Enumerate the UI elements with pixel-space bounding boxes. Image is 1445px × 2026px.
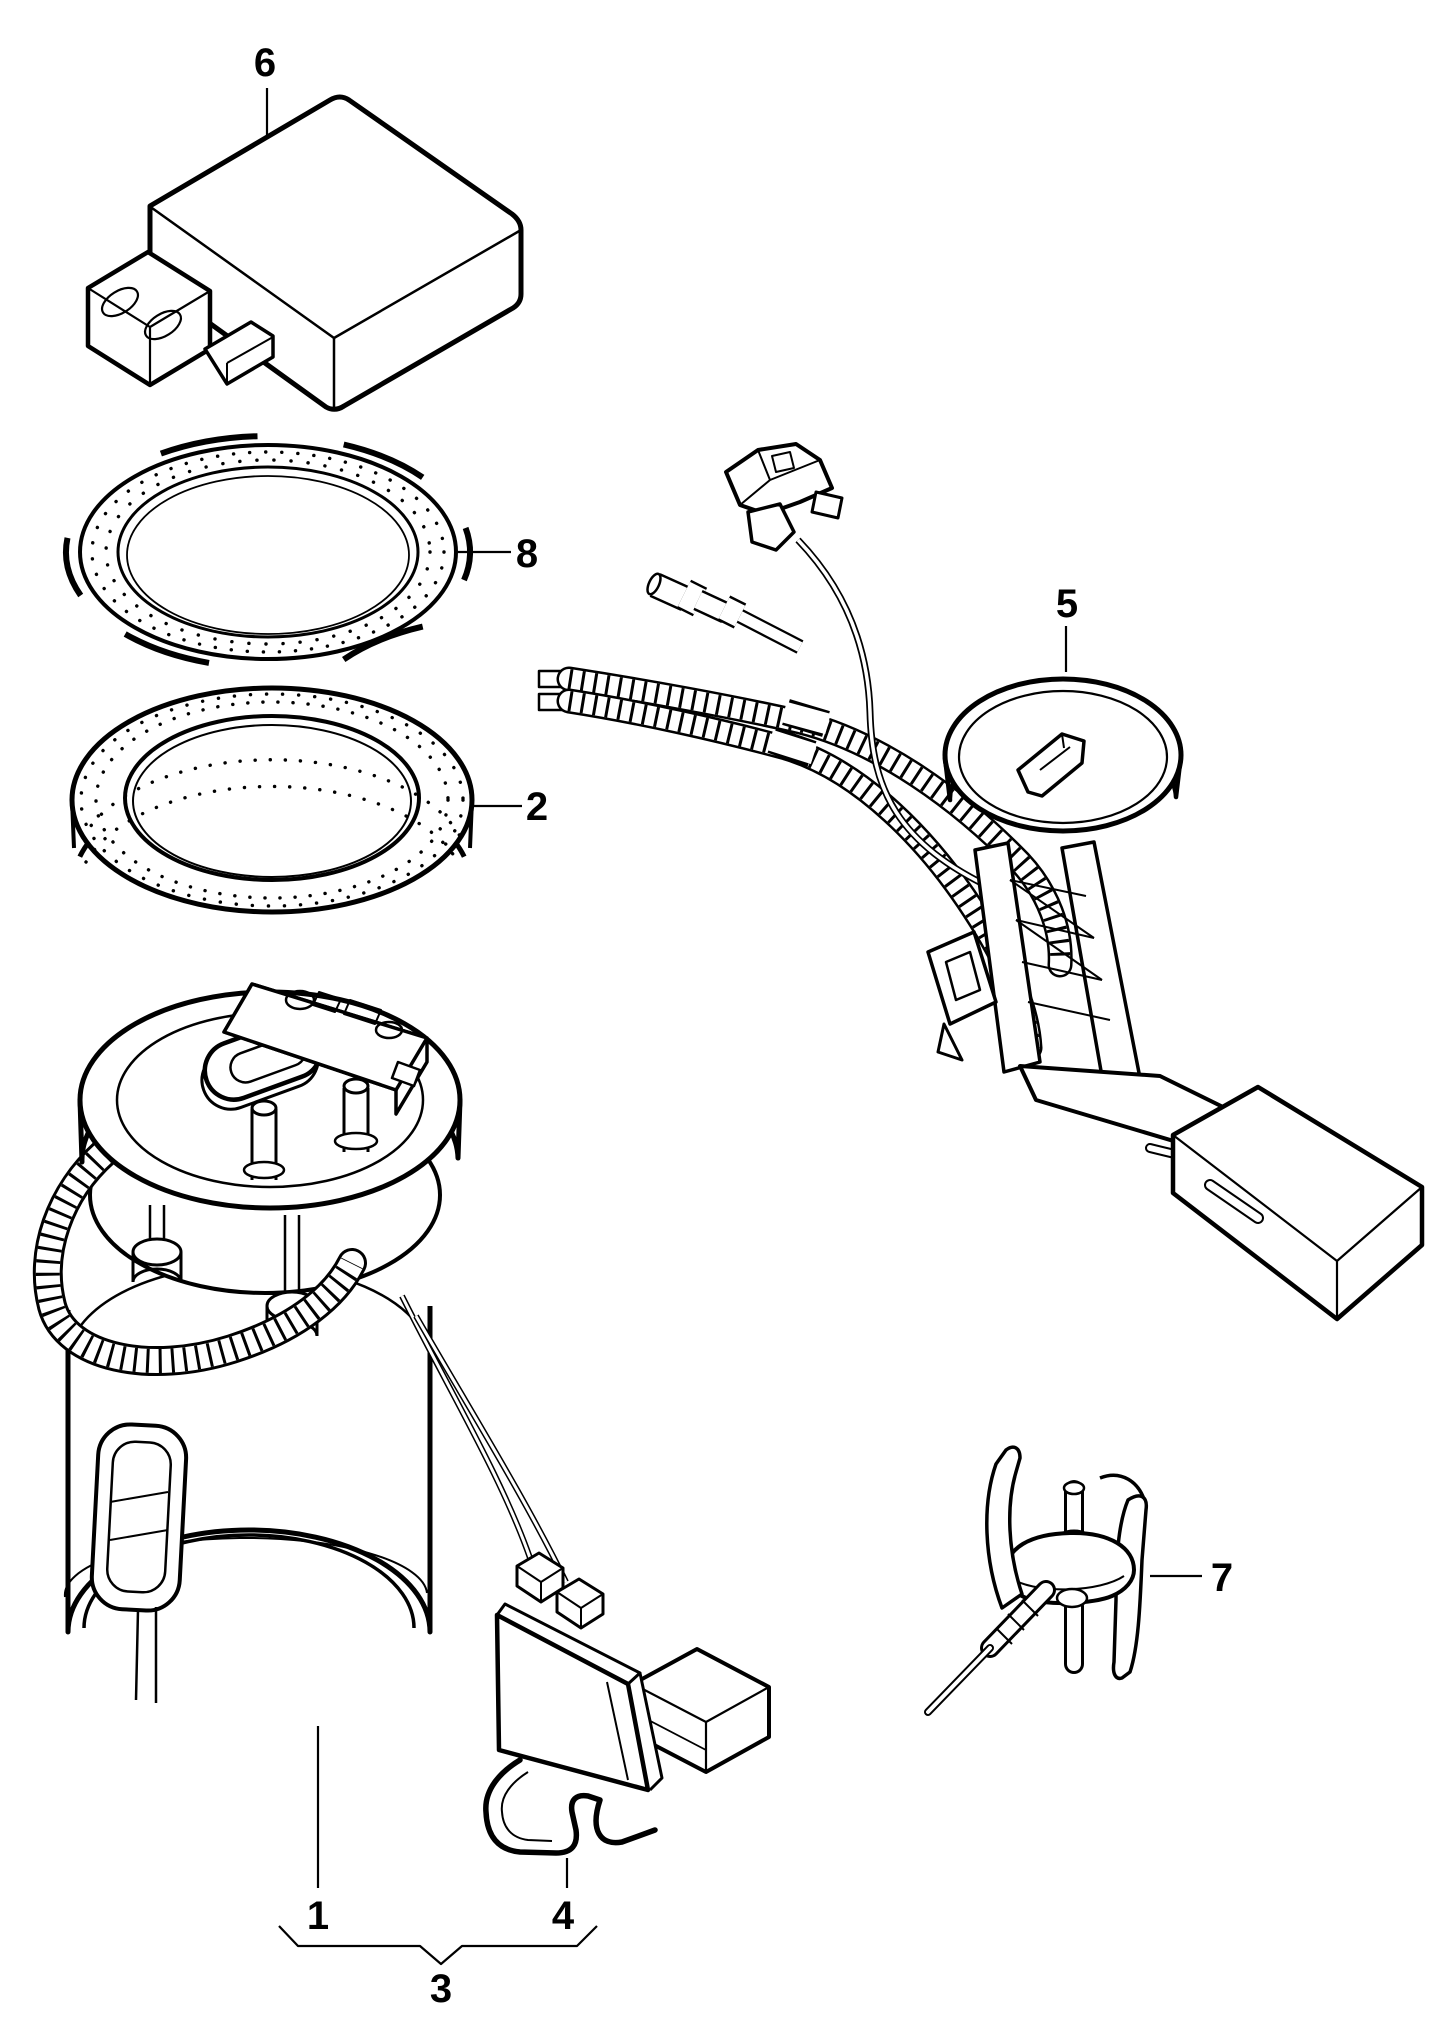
wire-connector (555, 1577, 605, 1630)
part-holder-bracket (483, 1602, 771, 1856)
callout-label-8: 8 (516, 532, 538, 576)
float (1170, 1084, 1425, 1322)
valve-hose-stub (924, 1580, 1056, 1716)
callout-label-4: 4 (552, 1894, 575, 1938)
pump-corrugated-hose (32, 1137, 367, 1377)
callout-label-1: 1 (307, 1894, 329, 1938)
callout-label-6: 6 (254, 41, 276, 85)
pump-flange (77, 982, 463, 1211)
part-lock-ring (63, 433, 473, 666)
fuel-pipe-nipple (646, 572, 804, 654)
part-seal-ring (69, 685, 475, 915)
bracket-hook (483, 1757, 658, 1856)
wire-connector (515, 1551, 565, 1604)
part-fuel-level-sender (537, 442, 1425, 1322)
callout-label-5: 5 (1056, 582, 1078, 626)
flange-connector-block (222, 982, 429, 1116)
valve-boss (1055, 1587, 1089, 1609)
bracket-plate (494, 1602, 664, 1793)
callouts (265, 88, 1202, 1966)
callout-label-7: 7 (1211, 1556, 1233, 1600)
fuel-pipes (242, 1077, 379, 1180)
callout-label-3: 3 (430, 1967, 452, 2011)
connector-plug (724, 442, 844, 552)
pump-canister (63, 1263, 433, 1703)
group-bracket-3 (278, 1925, 598, 1966)
sender-flange-cap (942, 676, 1184, 834)
part-fuel-pump-module (32, 982, 463, 1703)
left-prong (985, 1445, 1024, 1610)
callout-label-2: 2 (526, 785, 548, 829)
callout-labels: 6 8 2 5 7 1 4 3 (254, 41, 1233, 2011)
part-control-module (85, 94, 524, 412)
pump-wiring (399, 1294, 605, 1630)
part-vent-valve (924, 1445, 1149, 1716)
